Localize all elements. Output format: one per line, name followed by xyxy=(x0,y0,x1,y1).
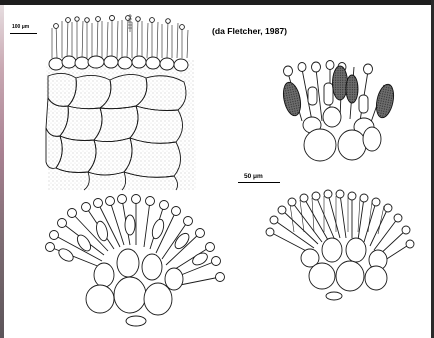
fan-cluster-large-drawing xyxy=(40,195,228,325)
scale-label-50um: 50 μm xyxy=(244,173,263,180)
scale-bar-50um xyxy=(238,182,280,183)
top-border xyxy=(0,0,434,5)
figure-citation: (da Fletcher, 1987) xyxy=(212,26,287,36)
scale-label-100um: 100 μm xyxy=(12,24,29,30)
fan-cluster-right-drawing xyxy=(264,188,414,300)
scale-bar-100um xyxy=(10,33,37,34)
left-edge-strip xyxy=(0,0,4,338)
cross-section-drawing xyxy=(44,12,199,192)
sporangia-cluster-drawing xyxy=(272,55,402,167)
